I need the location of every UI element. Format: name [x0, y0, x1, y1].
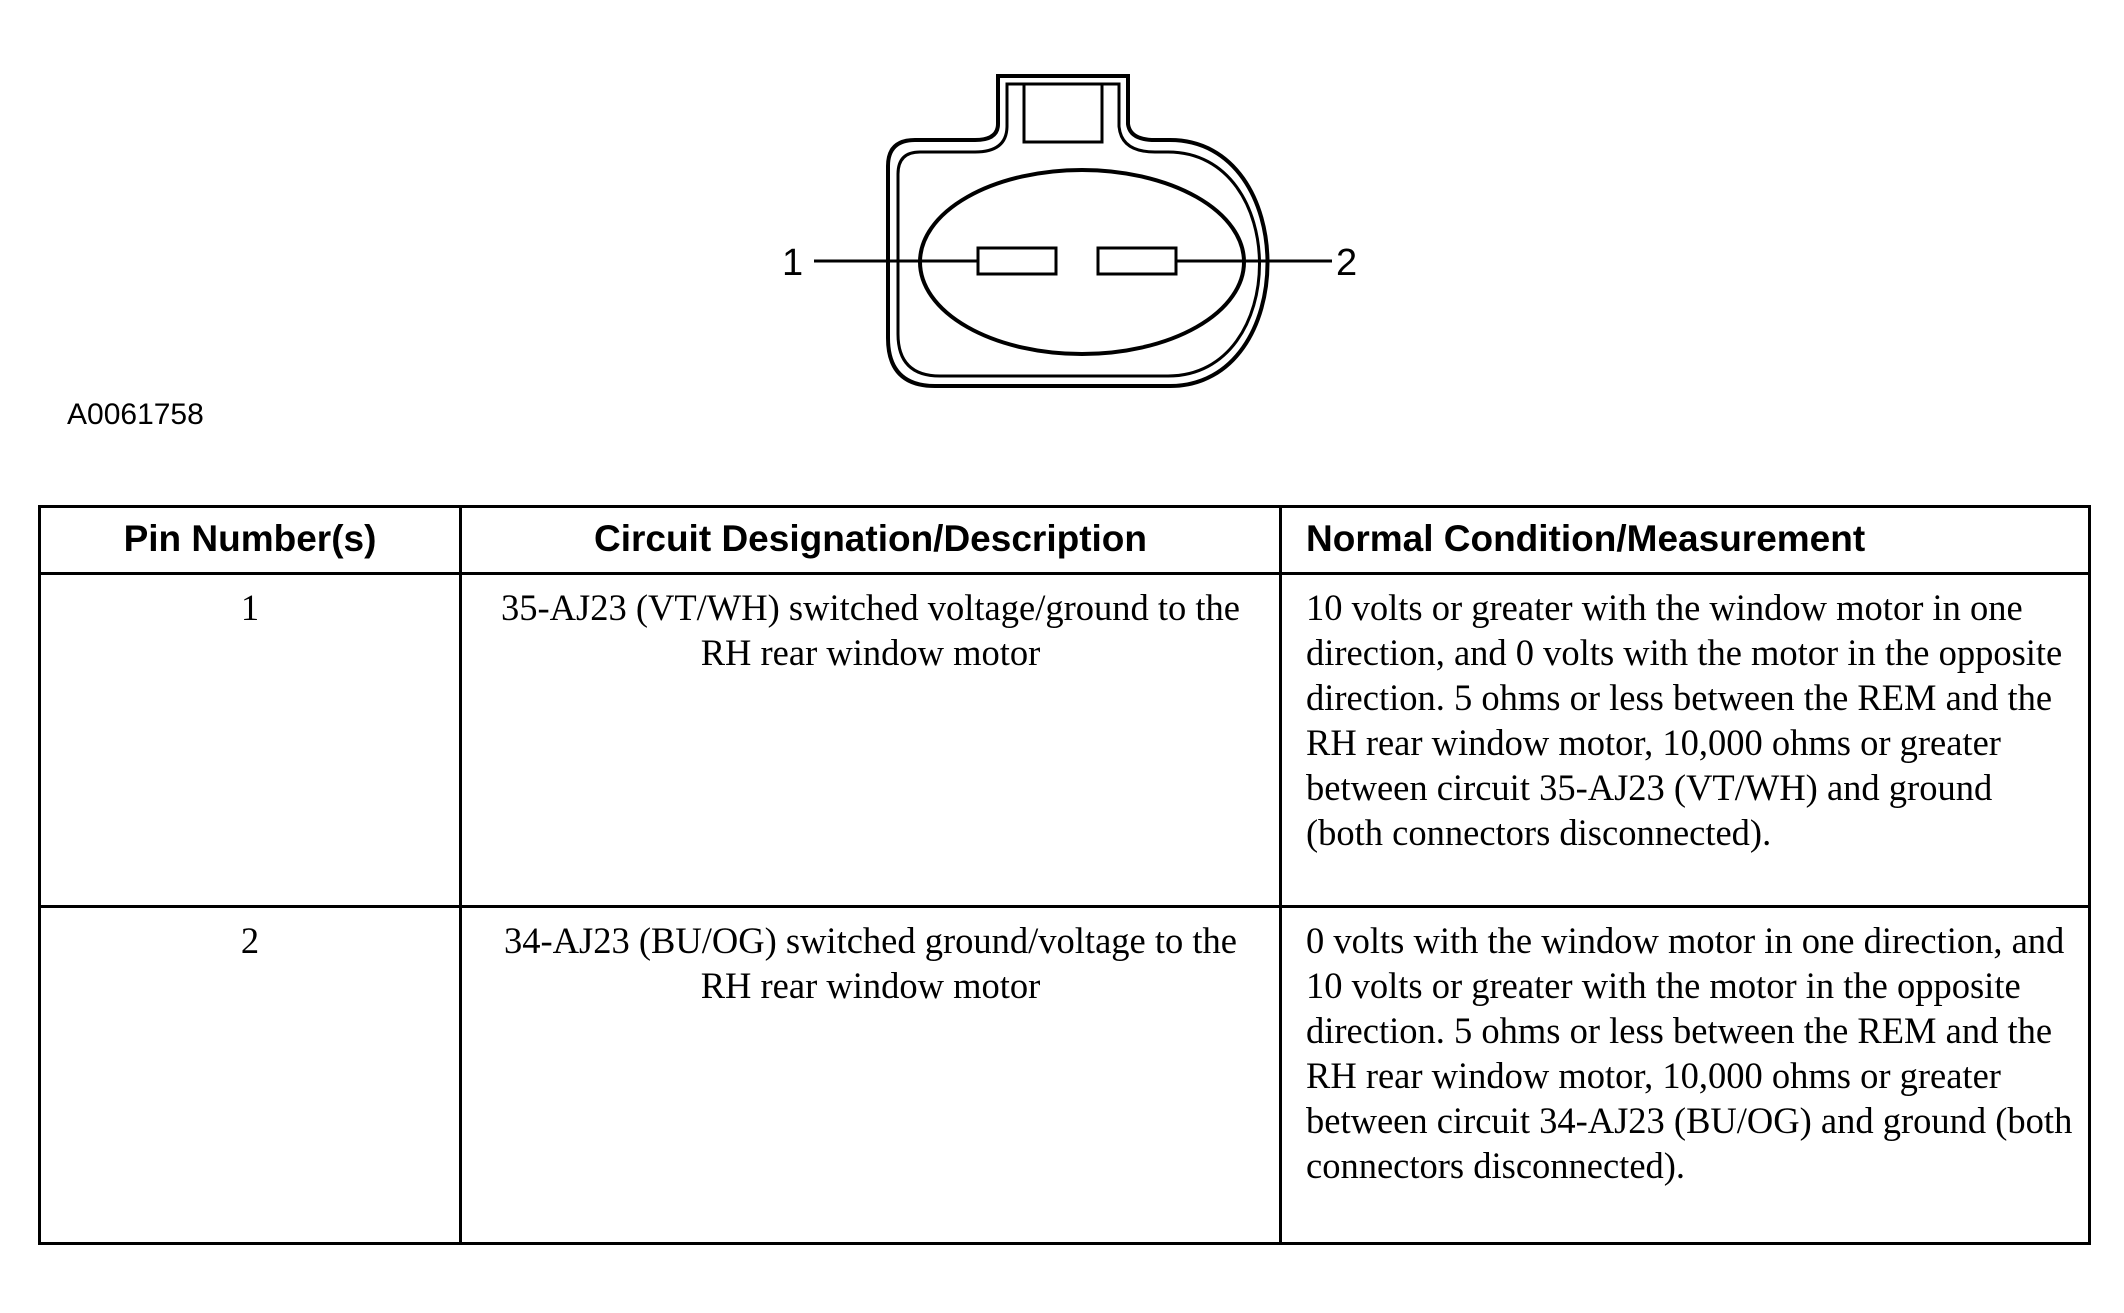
pin-1-terminal: [976, 246, 1058, 276]
connector-face-diagram: 1 2: [782, 74, 1357, 388]
cell-normal-condition: 0 volts with the window motor in one dir…: [1279, 905, 2091, 1245]
connector-housing: [886, 74, 1270, 388]
table-row: 2 34-AJ23 (BU/OG) switched ground/voltag…: [38, 905, 2091, 1245]
header-pin-number: Pin Number(s): [38, 505, 462, 575]
pin-2-terminal: [1096, 246, 1178, 276]
cell-pin-number: 2: [38, 905, 462, 1245]
pin-1-callout: 1: [782, 242, 803, 284]
housing-outer-outline: [886, 74, 1270, 388]
cell-circuit-description: 34-AJ23 (BU/OG) switched ground/voltage …: [459, 905, 1282, 1245]
header-circuit-description: Circuit Designation/Description: [459, 505, 1282, 575]
table-header-row: Pin Number(s) Circuit Designation/Descri…: [38, 505, 2091, 575]
housing-inner-outline: [896, 82, 1261, 378]
latch-slot: [1022, 82, 1104, 144]
header-normal-condition: Normal Condition/Measurement: [1279, 505, 2091, 575]
cell-circuit-description: 35-AJ23 (VT/WH) switched voltage/ground …: [459, 572, 1282, 908]
cell-pin-number: 1: [38, 572, 462, 908]
cell-normal-condition: 10 volts or greater with the window moto…: [1279, 572, 2091, 908]
table-row: 1 35-AJ23 (VT/WH) switched voltage/groun…: [38, 572, 2091, 908]
pin-chart-table: Pin Number(s) Circuit Designation/Descri…: [38, 505, 2091, 1245]
pin-2-callout: 2: [1336, 242, 1357, 284]
figure-id-label: A0061758: [67, 398, 204, 431]
